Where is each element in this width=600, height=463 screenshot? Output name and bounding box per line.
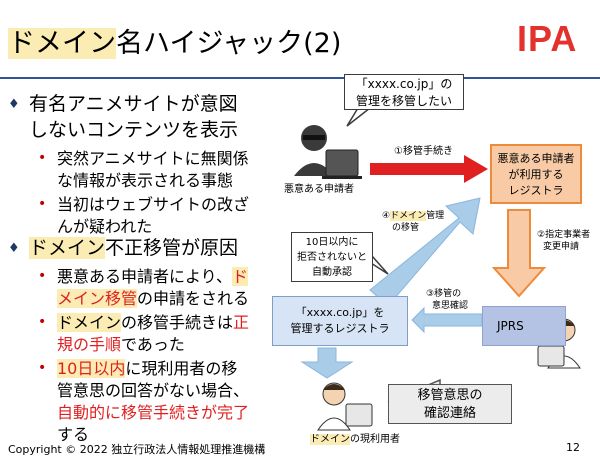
title-highlight: ドメイン [8,28,116,59]
highlight-domain: ドメイン [390,211,427,221]
callout-line: 「xxxx.co.jp」の [355,77,453,91]
callout-line: 拒否されないと [297,252,367,263]
sub-bullet-text: 突然アニメサイトに無関係 [57,149,249,168]
applicant-label: 悪意ある申請者 [284,184,354,195]
label-rest: の現利用者 [350,434,400,445]
step4-line2: の移管 [392,223,420,233]
step-text: 意思確認 [432,301,469,311]
current-user-person-icon [317,382,373,431]
sub-bullet-dot-icon: • [38,314,47,330]
sub-bullet-text: メイン移管の申請をされる [57,288,249,309]
step4-line1: ④ドメイン管理 [382,210,444,222]
box-line: 確認連絡 [423,406,476,421]
text-part: に現利用者の移 [125,359,238,378]
callout-top-pointer [346,107,373,127]
sub-bullet-text: 規の手順であった [57,334,185,355]
highlight-red: メイン移管 [57,289,138,308]
sub-bullet-text: 当初はウェブサイトの改ざ [57,195,250,214]
diamond-bullet-icon: ♦ [8,241,20,256]
arrow-step2 [491,209,547,298]
diamond-bullet-icon: ♦ [8,97,20,112]
title-rest: 名ハイジャック(2) [116,28,342,59]
jprs-label: JPRS [497,319,524,333]
page-number: 12 [566,441,580,454]
box-line: 悪意ある申請者 [497,152,575,165]
copyright: Copyright © 2022 独立行政法人情報処理推進機構 [8,443,266,456]
sub-bullet-dot-icon: • [38,196,47,212]
step3-label: ③移管の 意思確認 [426,288,468,312]
text-part: 悪意ある申請者により、 [57,267,233,286]
current-registrar-box: 「xxxx.co.jp」を 管理するレジストラ [272,296,408,346]
sub-bullet-text: 悪意ある申請者により、ド [57,266,249,287]
step-text: ④ [382,211,391,221]
box-line: 「xxxx.co.jp」を [295,306,385,319]
ipa-logo: IPA [517,18,578,59]
sub-bullet-text: 10日以内に現利用者の移 [57,358,237,379]
bullet-text-rest: 不正移管が原因 [105,237,239,259]
confirm-contact-box: 移管意思の 確認連絡 [388,384,512,424]
highlight-domain: ドメイン [29,237,106,259]
title-divider [0,77,600,79]
arrow-down-user [300,347,354,379]
highlight-domain: ドメイン [57,313,122,332]
sub-bullet-dot-icon: • [38,268,47,284]
sub-bullet-text: 管意思の回答がない場合、 [57,381,250,400]
sub-bullet-dot-icon: • [38,360,47,376]
step-text: ③移管の [426,289,462,299]
callout-transfer-request: 「xxxx.co.jp」の 管理を移管したい [344,74,464,110]
callout-line: 自動承認 [312,267,352,278]
highlight-red: ド [232,267,249,286]
box-line: 管理するレジストラ [290,322,390,335]
callout-line: 管理を移管したい [355,94,452,108]
callout-line: 10日以内に [305,237,359,248]
step1-label: ①移管手続き [394,146,453,157]
step-text: ②指定事業者 [537,230,591,240]
sub-bullet-text: ドメインの移管手続きは正 [57,312,249,333]
red-text: 正 [233,313,250,332]
sub-bullet-text: する [57,425,90,444]
jprs-box: JPRS [482,306,566,346]
bullet-text-line1: 有名アニメサイトが意図 [29,93,238,115]
callout-auto-approve: 10日以内に 拒否されないと 自動承認 [291,232,373,282]
step-text: 変更申請 [543,242,580,252]
page-title: ドメイン名ハイジャック(2) [8,26,341,62]
arrow-step4 [369,197,481,307]
step4-label: ④ドメイン管理 の移管 [382,210,444,234]
red-text: 自動的に移管手続きが完了 [57,403,250,422]
sub-bullet-text: んが疑われた [57,217,153,236]
box-line: 移管意思の [417,388,483,403]
box-line: が利用する [508,168,564,181]
sub-bullet-dot-icon: • [38,150,47,166]
box-line: レジストラ [508,184,564,197]
bullet-text: ドメイン不正移管が原因 [29,236,238,261]
malicious-registrar-box: 悪意ある申請者 が利用する レジストラ [490,144,582,204]
arrow-step1 [370,155,488,183]
current-user-label: ドメインの現利用者 [310,434,400,446]
text-part: の移管手続きは [121,313,234,332]
text-part: の申請をされる [137,289,250,308]
bullet-text-line2: しないコンテンツを表示 [29,119,239,141]
highlight-domain: ドメイン [310,434,350,445]
jprs-person-icon [537,318,581,369]
highlight-red: 10日以内 [57,359,126,378]
step2-label: ②指定事業者 変更申請 [537,229,590,253]
step-text: 管理 [426,211,445,221]
red-text: 規の手順 [57,335,122,354]
malicious-person-icon [294,125,362,179]
sub-bullet-text: な情報が表示される事態 [57,171,234,190]
text-part: であった [121,335,185,354]
